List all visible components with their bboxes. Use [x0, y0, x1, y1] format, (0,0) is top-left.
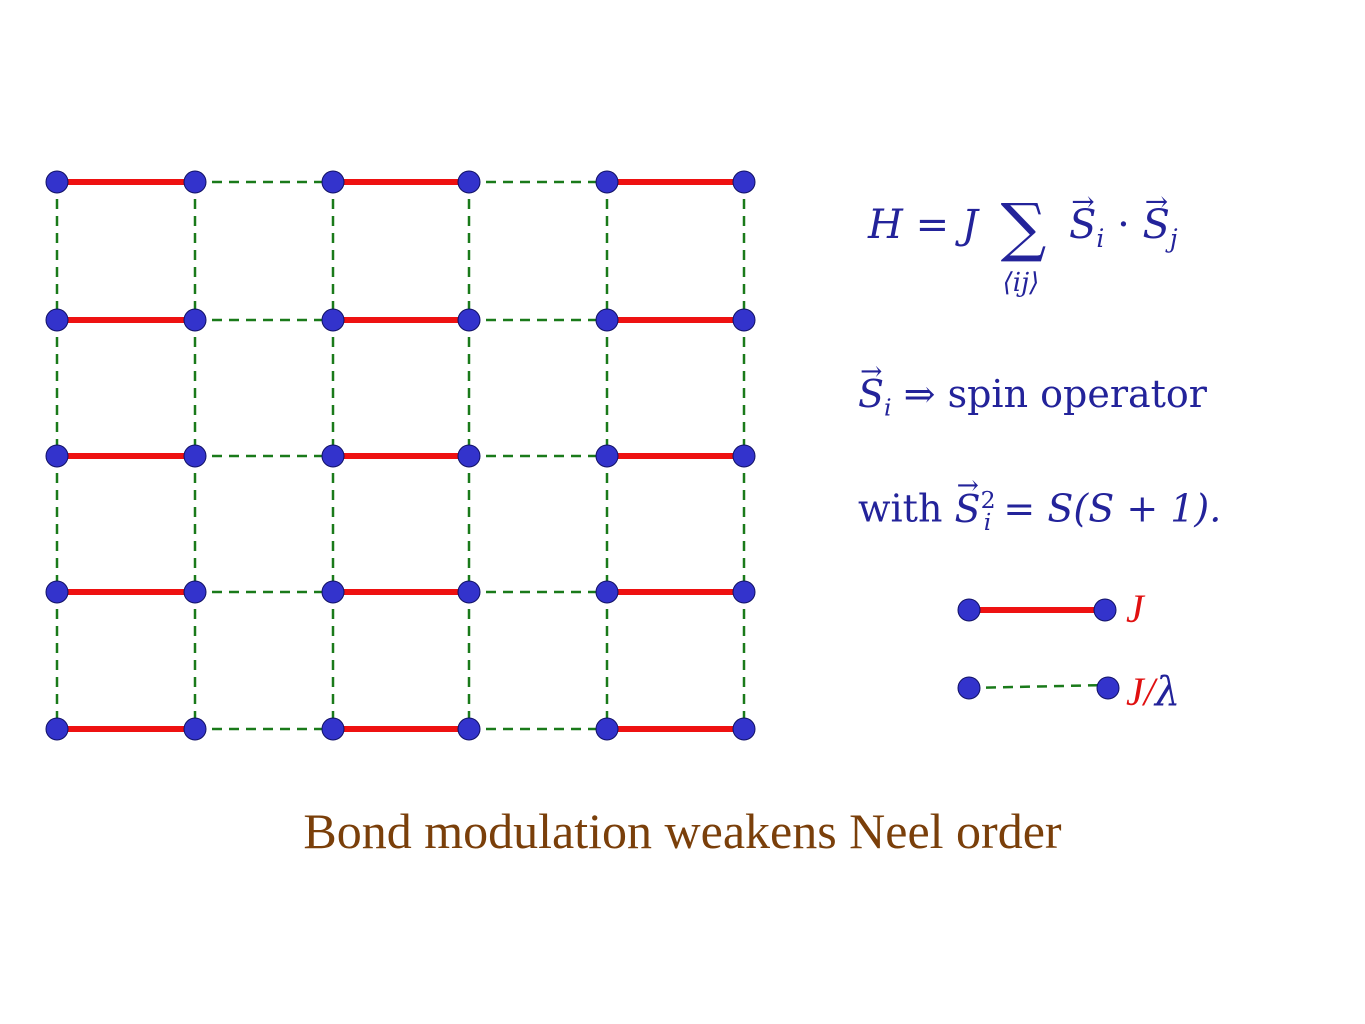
lattice-site: [595, 444, 619, 468]
hamiltonian-coupling: J: [961, 202, 978, 248]
hamiltonian-lhs: H: [868, 202, 903, 248]
with-equals: =: [1003, 486, 1036, 531]
lattice-site: [321, 580, 345, 604]
lattice-site: [45, 170, 69, 194]
lattice-site: [595, 308, 619, 332]
lattice-site: [183, 308, 207, 332]
legend-weak-bond: [968, 683, 1109, 690]
lattice-site: [457, 580, 481, 604]
lattice-site: [183, 717, 207, 741]
spin-operator-text: spin operator: [947, 372, 1207, 416]
spin-magnitude-line: with S2i = S(S + 1).: [858, 470, 1222, 537]
sum-block: ∑ ⟨ij⟩: [1001, 196, 1047, 298]
spin-vector-j: S: [1143, 185, 1170, 248]
lattice-site: [732, 444, 756, 468]
implies-arrow: ⇒: [903, 372, 936, 416]
lattice-site: [183, 170, 207, 194]
spin-operator-line: Si ⇒ spin operator: [858, 356, 1207, 422]
spin-squared-sub: i: [983, 508, 992, 537]
legend-site: [957, 598, 981, 622]
lattice-site: [321, 308, 345, 332]
lattice-site: [45, 308, 69, 332]
legend-weak-label: J/λ: [1126, 668, 1180, 715]
legend-site: [1093, 598, 1117, 622]
sum-index: ⟨ij⟩: [1002, 268, 1040, 298]
lattice-site: [183, 580, 207, 604]
lattice-site: [732, 308, 756, 332]
lattice-site: [457, 444, 481, 468]
spin-squared-vector: S: [955, 470, 981, 530]
hamiltonian-equals: =: [915, 202, 950, 248]
dot-product: ·: [1117, 202, 1130, 248]
spin-vector: S: [858, 356, 884, 416]
spin-vector-i: S: [1069, 185, 1096, 248]
lattice-site: [732, 717, 756, 741]
lattice-site: [457, 170, 481, 194]
legend-strong-label: J: [1126, 586, 1144, 631]
lattice-site: [321, 170, 345, 194]
sum-sign: ∑: [1000, 191, 1047, 265]
lattice-site: [457, 308, 481, 332]
lattice-site: [321, 444, 345, 468]
lattice-site: [595, 580, 619, 604]
lattice-site: [45, 580, 69, 604]
hamiltonian-equation: H = J ∑ ⟨ij⟩ Si · Sj: [868, 185, 1178, 298]
legend-weak-j: J/: [1126, 669, 1155, 714]
legend-site: [1096, 676, 1120, 700]
spin-sub-i: i: [1096, 224, 1105, 253]
spin-sub: i: [884, 393, 892, 422]
caption: Bond modulation weakens Neel order: [303, 803, 1062, 859]
lattice-site: [595, 717, 619, 741]
with-word: with: [858, 486, 943, 531]
lattice-site: [321, 717, 345, 741]
lattice-site: [45, 717, 69, 741]
legend-weak-lambda: λ: [1154, 669, 1181, 715]
spin-sub-j: j: [1169, 224, 1178, 253]
lattice-site: [457, 717, 481, 741]
lattice-site: [183, 444, 207, 468]
spin-magnitude-rhs: S(S + 1).: [1047, 486, 1222, 531]
lattice-site: [732, 580, 756, 604]
lattice-site: [732, 170, 756, 194]
legend-site: [957, 676, 981, 700]
lattice-site: [595, 170, 619, 194]
lattice-site: [45, 444, 69, 468]
